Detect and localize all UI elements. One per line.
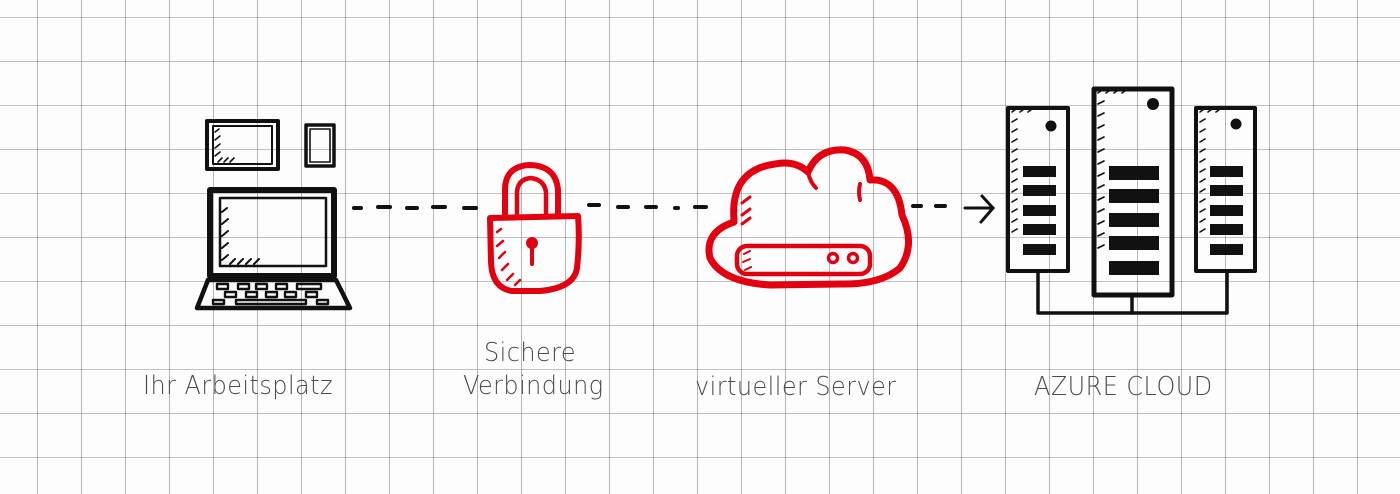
- label-workstation: Ihr Arbeitsplatz: [143, 371, 334, 401]
- dashed-arrow-connector: [911, 194, 996, 224]
- label-connection-line2: Verbindung: [463, 371, 604, 401]
- label-cloud: AZURE CLOUD: [1034, 372, 1213, 402]
- server-rack-center: [1091, 86, 1175, 298]
- server-rack-left: [1006, 106, 1070, 273]
- laptop-icon: [194, 187, 353, 311]
- server-rack-right: [1194, 106, 1257, 273]
- tablet-icon: [205, 119, 280, 171]
- label-server: virtueller Server: [695, 372, 897, 402]
- padlock-icon: [487, 162, 582, 294]
- cloud-server-icon: [705, 146, 912, 289]
- server-racks-icon: [1006, 86, 1257, 315]
- dashed-connector-1: [352, 205, 478, 210]
- dashed-connector-2: [587, 203, 708, 210]
- phone-icon: [304, 123, 336, 168]
- laptop-tablet-phone-icon: [194, 119, 353, 311]
- rack-connector-lines: [1036, 270, 1229, 315]
- arrow-head-icon: [963, 194, 996, 224]
- label-connection-line1: Sichere: [484, 338, 577, 368]
